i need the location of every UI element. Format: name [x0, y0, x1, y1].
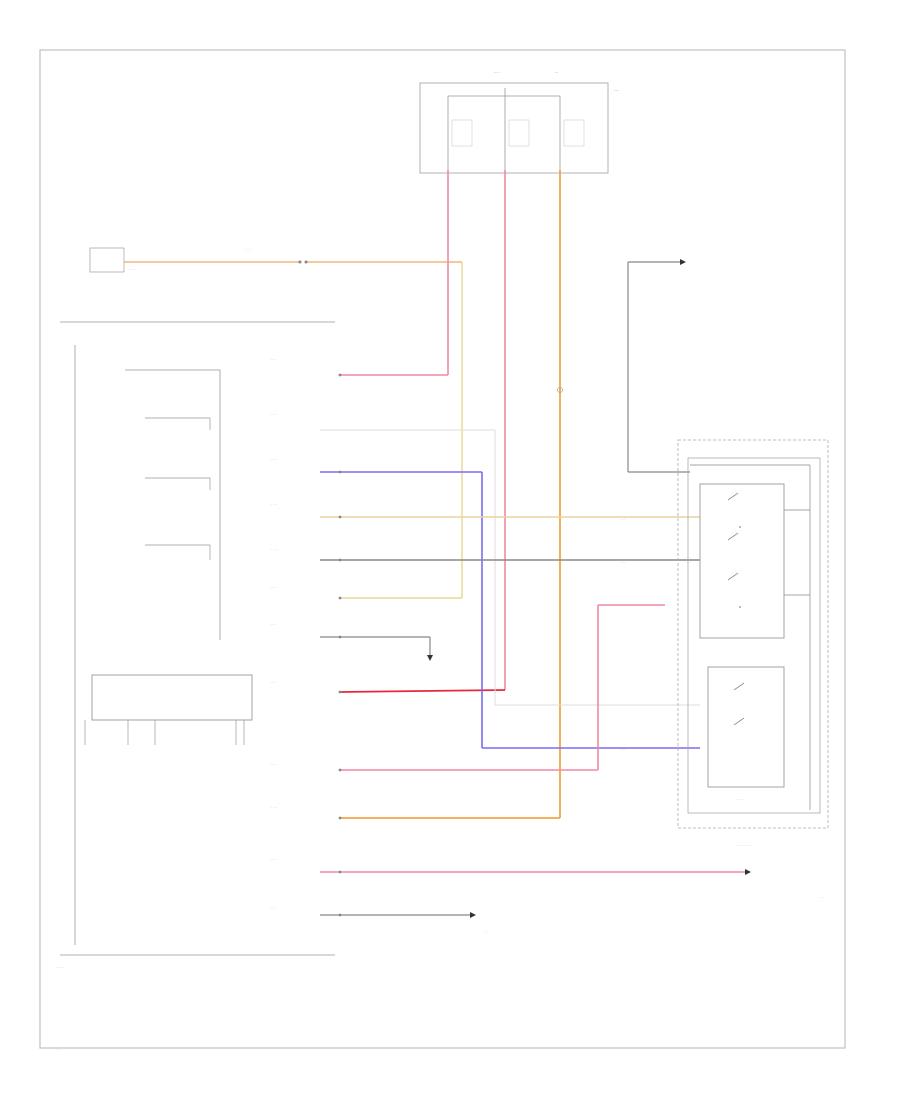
pin-dots	[338, 373, 342, 917]
svg-text:··· ···: ··· ···	[270, 457, 277, 461]
svg-text:····: ····	[485, 929, 489, 933]
wire-red-h	[339, 689, 506, 693]
inner-bracket-3	[145, 477, 211, 490]
fuse-box-label-2: ···	[555, 71, 558, 75]
text-marks: ······· ··· ··· ······ ··· ··· ··· ··· ·…	[56, 247, 825, 1051]
column-switch-module	[677, 439, 829, 829]
auto-sensor-box	[89, 247, 125, 273]
switch-box-2	[707, 666, 785, 788]
inner-bracket-1	[125, 369, 221, 640]
svg-text:·· ····: ·· ····	[270, 502, 277, 506]
svg-text:······: ······	[620, 560, 626, 564]
fuse-box-label-1: ··· ··	[494, 71, 500, 75]
svg-text:················: ················	[735, 843, 751, 847]
svg-text:·······: ·······	[270, 857, 277, 861]
svg-text:·······: ·······	[270, 762, 277, 766]
svg-text:······: ······	[270, 622, 276, 626]
svg-text:········: ········	[735, 797, 743, 801]
svg-text:·· ····: ·· ····	[270, 547, 277, 551]
fuse-1	[451, 119, 473, 147]
fuse-box-label-3: ·····	[614, 89, 619, 93]
outer-frame	[39, 49, 846, 1049]
svg-text:·········: ·········	[56, 965, 65, 969]
fuse-2	[508, 119, 530, 147]
svg-text:·· ····: ·· ····	[270, 805, 277, 809]
svg-text:·······: ·······	[128, 267, 135, 271]
svg-text:·····: ·····	[820, 895, 825, 899]
signal-rows	[320, 429, 751, 918]
svg-text:·····: ·····	[56, 1047, 61, 1051]
ground-arrow-3	[470, 912, 476, 918]
svg-text:·····: ·····	[270, 905, 275, 909]
switch-box-1	[699, 483, 785, 639]
ground-arrow-2	[427, 655, 433, 661]
svg-text:·······: ·······	[270, 585, 277, 589]
svg-text:······: ······	[270, 357, 276, 361]
svg-text:······: ······	[620, 747, 626, 751]
module-box	[91, 674, 253, 721]
inner-bracket-4	[145, 544, 211, 560]
svg-text:······: ······	[270, 680, 276, 684]
svg-text:··· ···: ··· ···	[245, 247, 252, 251]
inner-bracket-2	[145, 417, 211, 430]
ground-arrow-1	[680, 259, 686, 265]
svg-text:······: ······	[620, 517, 626, 521]
svg-text:··· ···: ··· ···	[270, 412, 277, 416]
fuse-3	[563, 119, 585, 147]
fuse-box: ··· ·· ··· ·····	[419, 71, 619, 174]
